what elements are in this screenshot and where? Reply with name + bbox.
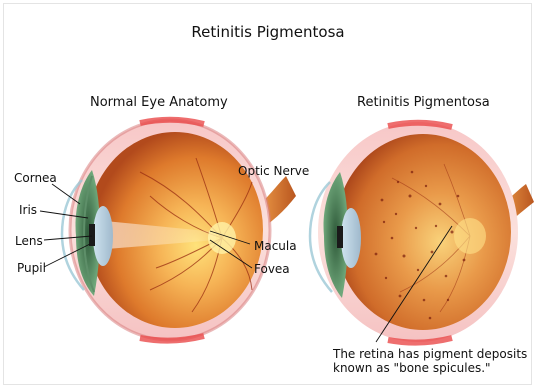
- lens-shape: [93, 206, 113, 266]
- pupil-shape: [89, 224, 95, 246]
- rp-eye-heading: Retinitis Pigmentosa: [357, 95, 490, 110]
- label-macula: Macula: [254, 239, 297, 253]
- diagram-title: Retinitis Pigmentosa: [0, 23, 536, 41]
- label-optic-nerve: Optic Nerve: [238, 164, 309, 178]
- label-iris: Iris: [19, 203, 37, 217]
- annotation-line-1: The retina has pigment deposits: [333, 347, 533, 361]
- bone-spicules-annotation: The retina has pigment deposits known as…: [333, 347, 533, 375]
- label-pupil: Pupil: [17, 261, 46, 275]
- annotation-line-2: known as "bone spicules.": [333, 361, 533, 375]
- lens-shape-rp: [341, 208, 361, 268]
- normal-eye: [40, 120, 296, 341]
- normal-eye-heading: Normal Eye Anatomy: [90, 95, 228, 110]
- label-cornea: Cornea: [14, 171, 57, 185]
- rp-eye: [310, 122, 534, 343]
- label-lens: Lens: [15, 234, 43, 248]
- label-fovea: Fovea: [254, 262, 290, 276]
